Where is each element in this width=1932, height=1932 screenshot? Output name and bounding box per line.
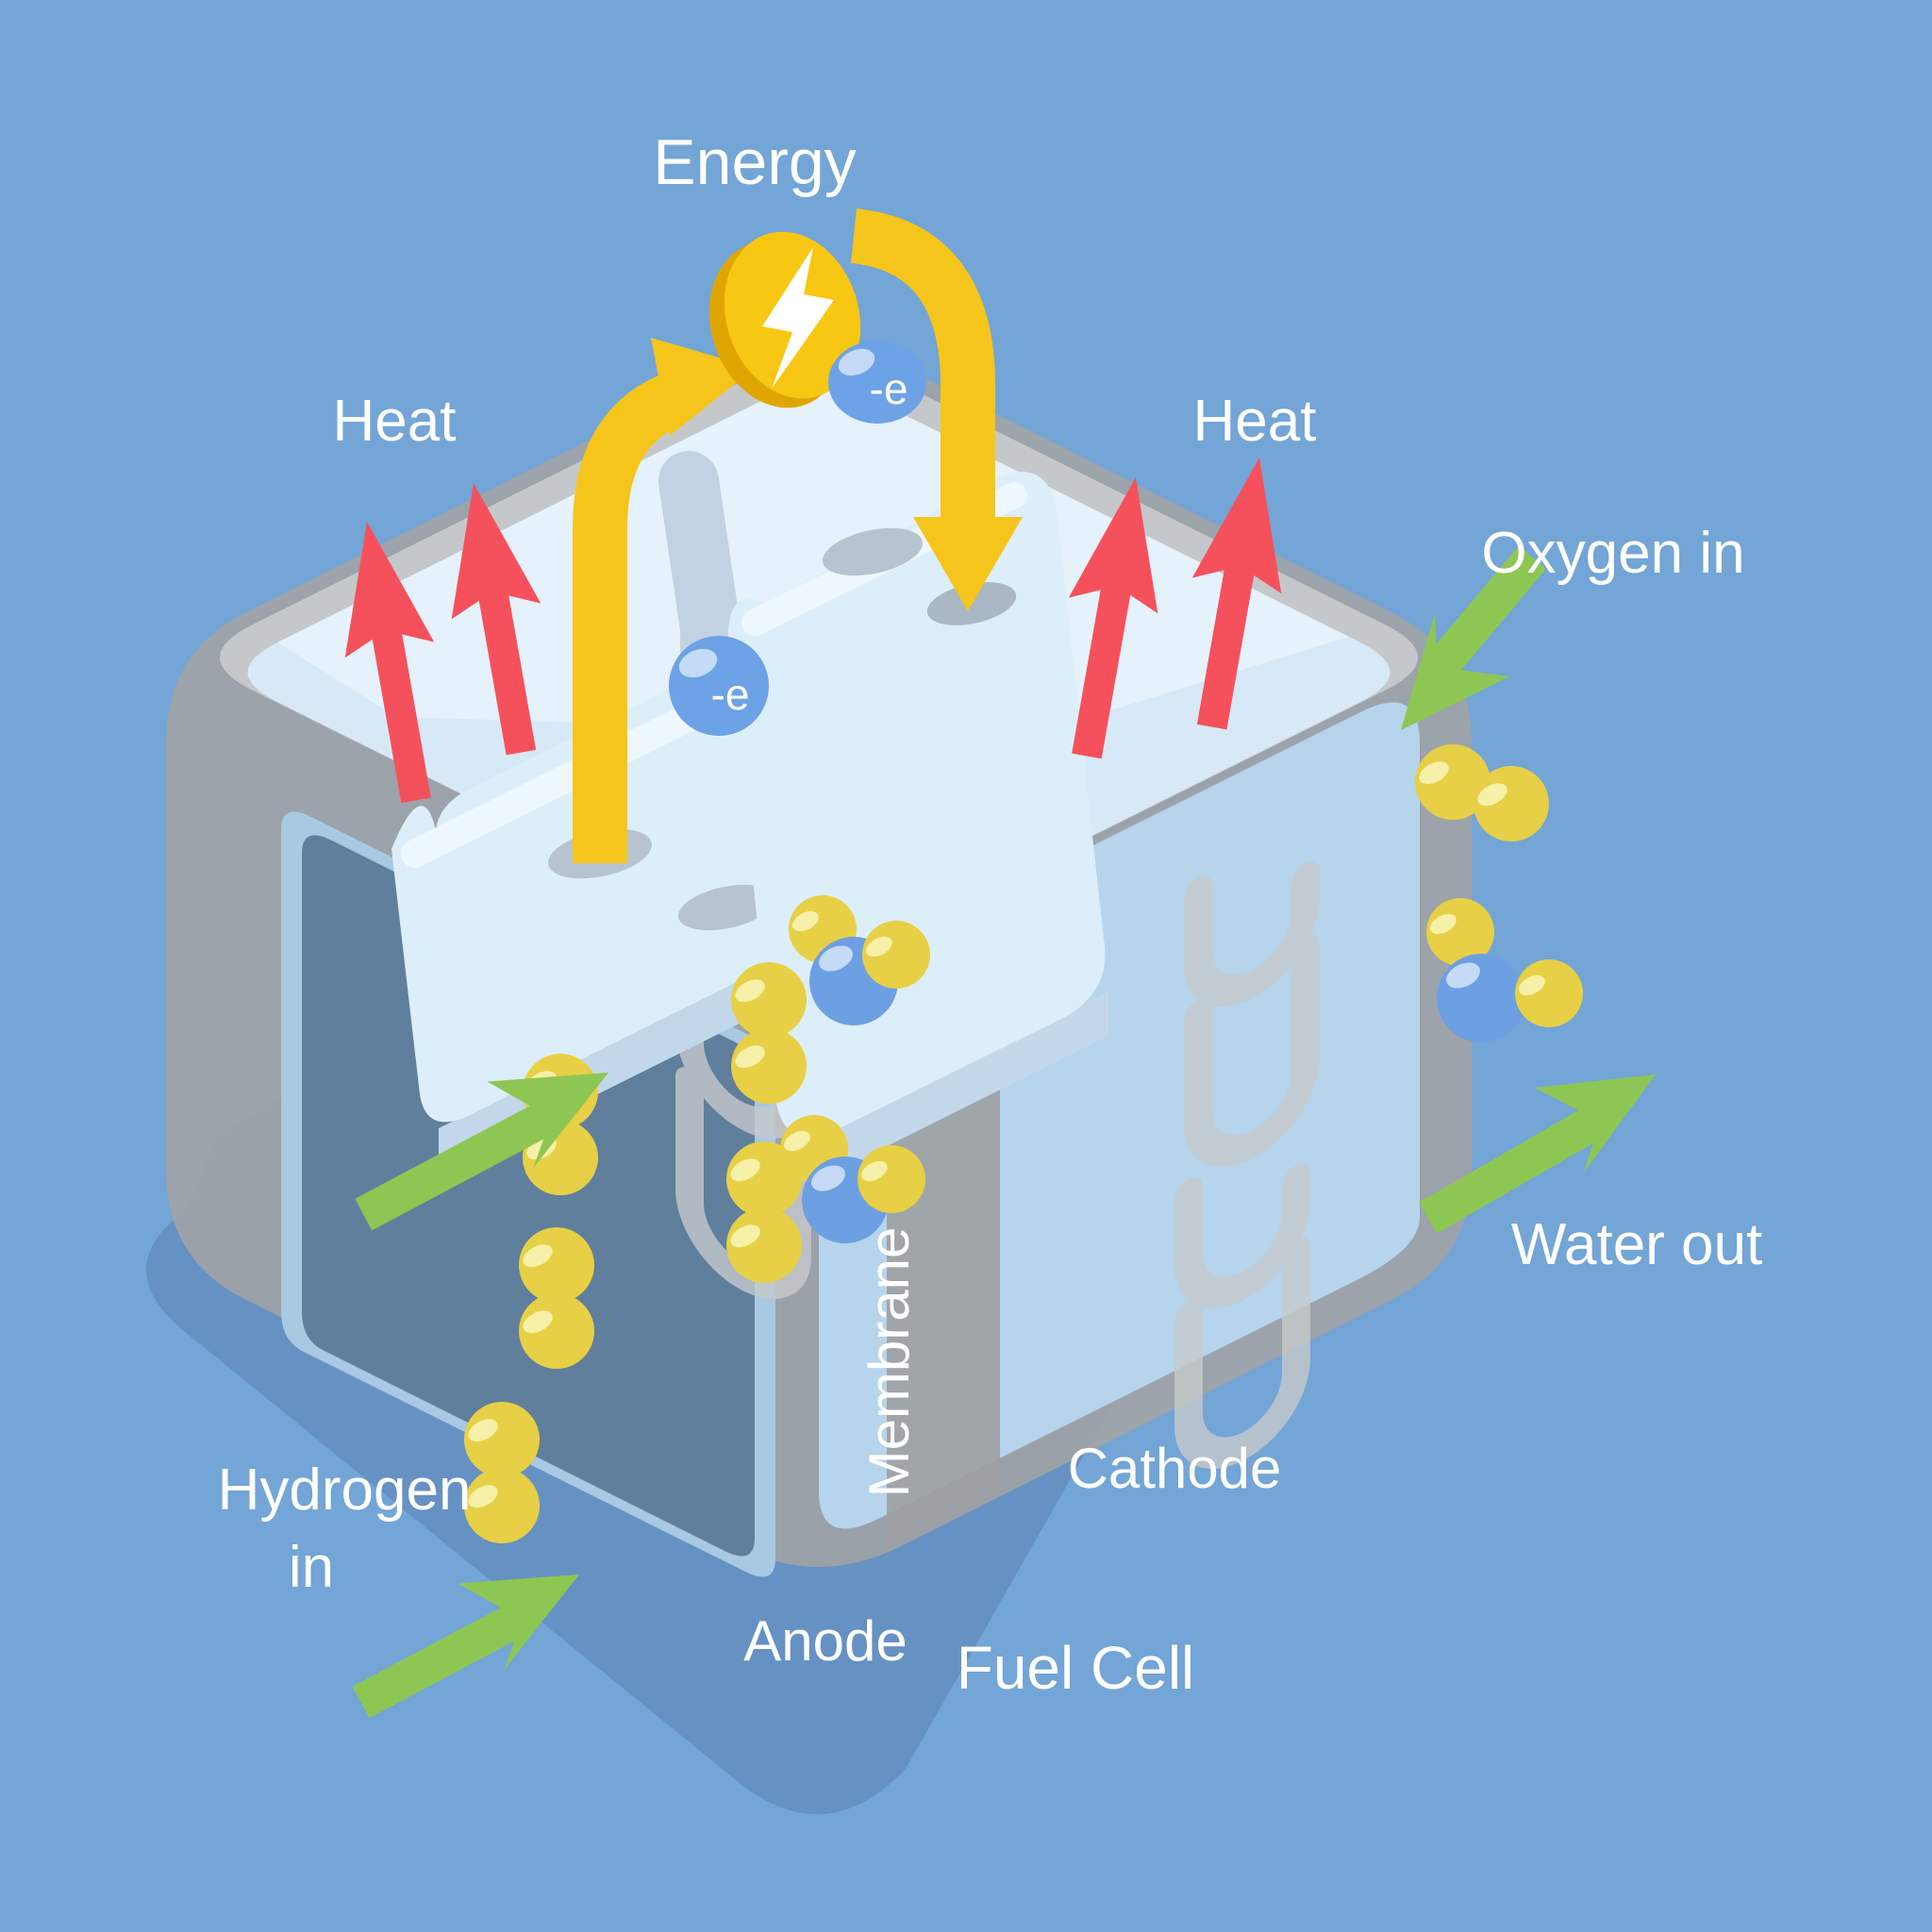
hydrogen-molecule <box>731 1028 807 1104</box>
heat-left-label: Heat <box>333 389 457 454</box>
oxygen-in-label: Oxygen in <box>1481 521 1744 586</box>
sphere-highlight <box>678 648 718 678</box>
water-out-label: Water out <box>1511 1212 1762 1277</box>
flow-channel-cathode-1 <box>1184 861 1320 1167</box>
energy-label: Energy <box>653 126 856 198</box>
heat-arrows-right <box>1068 458 1282 759</box>
anode-label: Anode <box>743 1609 908 1673</box>
hydrogen-in-arrow <box>352 1574 579 1719</box>
energy-arrow-right-head <box>913 517 1023 611</box>
hydrogen-molecule <box>519 1227 594 1303</box>
hydrogen-in-label-line1: Hydrogen <box>218 1457 472 1523</box>
water-molecule <box>789 895 930 1025</box>
hydrogen-molecule <box>726 1208 802 1283</box>
heat-arrows-left <box>344 483 541 804</box>
energy-arrow-left-shaft <box>573 372 687 863</box>
cathode-label: Cathode <box>1068 1437 1282 1500</box>
right-slab-side <box>813 991 1108 1183</box>
right-slab-hole-1 <box>822 527 924 576</box>
heat-right-label: Heat <box>1193 389 1317 454</box>
oxygen-in-arrow <box>1401 545 1546 730</box>
energy-coin-icon <box>708 231 861 408</box>
water-out-arrow <box>1419 1074 1656 1234</box>
hydrogen-molecule <box>464 1402 540 1477</box>
water-hydrogen-atom <box>1515 959 1583 1027</box>
lightning-bolt-icon <box>762 247 834 389</box>
red-up-arrow-icon <box>451 483 541 756</box>
hydrogen-molecule <box>464 1468 540 1543</box>
red-up-arrow-icon <box>1191 458 1282 730</box>
water-molecule <box>780 1115 925 1243</box>
water-oxygen-atom <box>1437 954 1525 1042</box>
hydrogen-in-label-line2: in <box>289 1535 334 1600</box>
sphere-highlight <box>811 1165 845 1191</box>
electron-sphere-icon: -e <box>828 341 926 424</box>
fuel-cell-label: Fuel Cell <box>957 1634 1195 1702</box>
sphere-highlight <box>819 945 853 972</box>
oxygen-atom <box>1474 766 1549 841</box>
sphere-highlight <box>838 348 875 376</box>
water-hydrogen-atom <box>862 921 930 989</box>
electron-sphere-icon: -e <box>669 636 769 736</box>
energy-arrow-right-shaft <box>850 208 995 526</box>
red-up-arrow-icon <box>1068 477 1158 759</box>
sphere-highlight <box>1446 962 1480 989</box>
hydrogen-flow-arrow-inner <box>355 1073 608 1231</box>
flow-channel-cathode-2 <box>1174 1163 1310 1469</box>
left-slab-hole-2 <box>677 884 775 931</box>
electron-label: -e <box>870 364 908 413</box>
water-molecule-out <box>1426 898 1583 1042</box>
hydrogen-molecule <box>731 962 807 1038</box>
red-up-arrow-icon <box>344 522 435 804</box>
membrane-label: Membrane <box>858 1227 921 1498</box>
top-face-highlight <box>277 387 1349 736</box>
water-hydrogen-atom <box>858 1145 925 1213</box>
electron-label: -e <box>711 670 750 719</box>
hydrogen-molecule <box>519 1293 594 1369</box>
